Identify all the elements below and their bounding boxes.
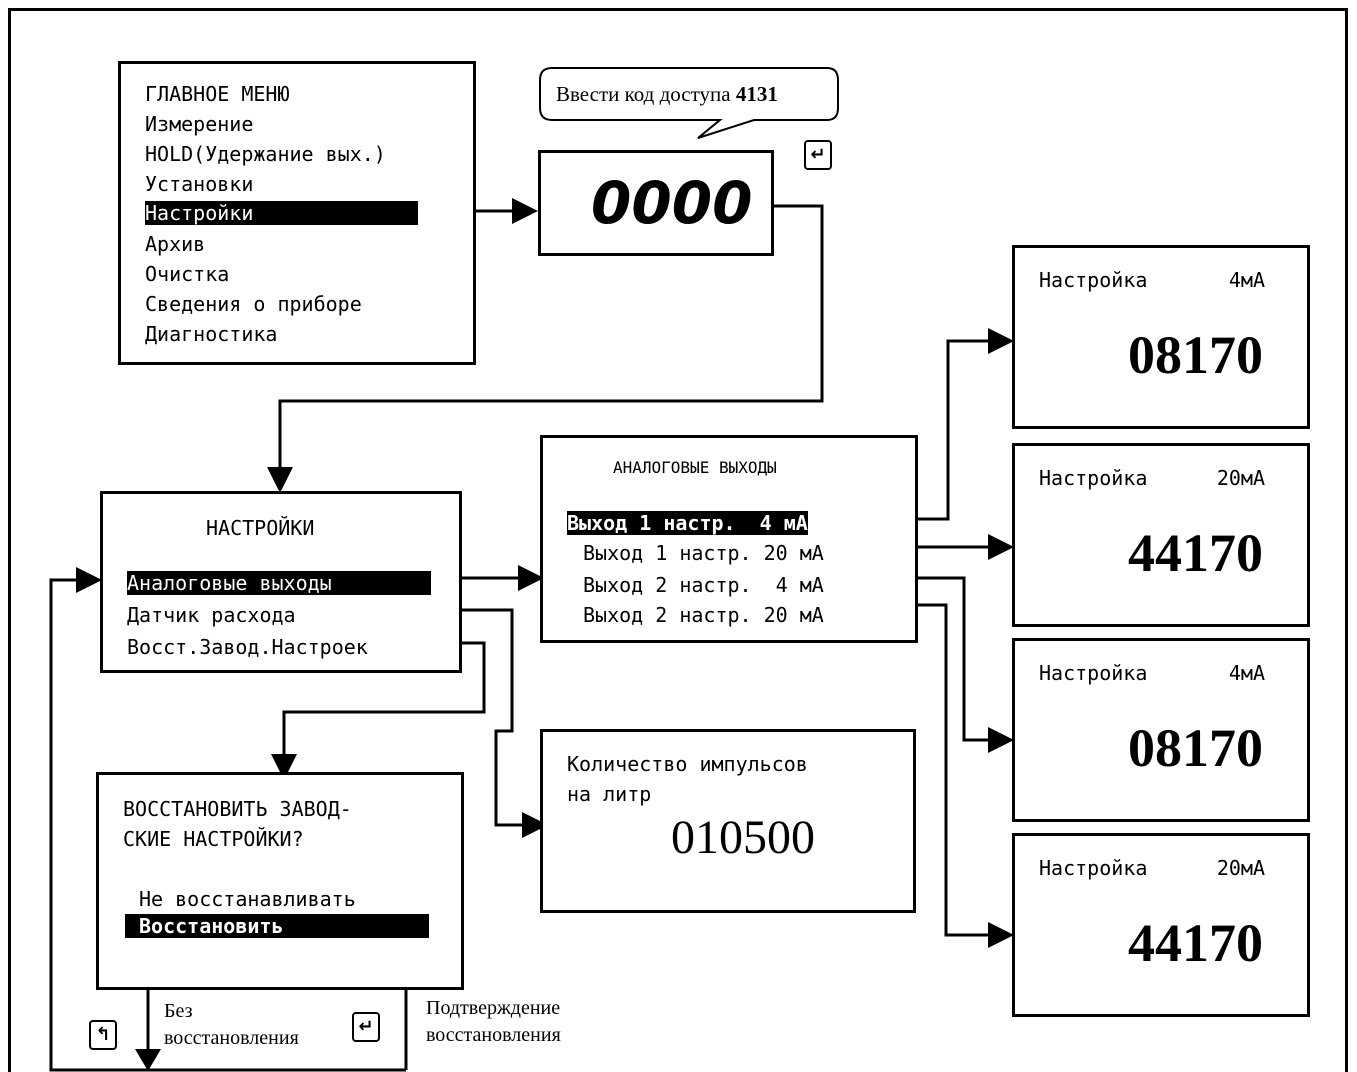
settings-title: НАСТРОЙКИ xyxy=(206,516,315,540)
back-label-line2: восстановления xyxy=(164,1027,299,1049)
enter-key-icon[interactable]: ↵ xyxy=(352,1012,380,1042)
calibration-current: 4мА xyxy=(1228,661,1265,685)
analog-outputs-title: АНАЛОГОВЫЕ ВЫХОДЫ xyxy=(613,458,777,477)
pulses-per-litre-value[interactable]: 010500 xyxy=(671,811,815,864)
flow-sensor-screen: Количество импульсов на литр 010500 xyxy=(540,729,916,913)
calibration-value[interactable]: 08170 xyxy=(1128,718,1263,778)
confirm-label-line1: Подтверждение xyxy=(426,997,561,1019)
settings-item-flow-sensor[interactable]: Датчик расхода xyxy=(127,603,296,627)
menu-item-device-info[interactable]: Сведения о приборе xyxy=(145,292,362,316)
analog-outputs-screen: АНАЛОГОВЫЕ ВЫХОДЫ Выход 1 настр. 4 мА Вы… xyxy=(540,435,918,643)
calibration-label: Настройка xyxy=(1039,856,1148,880)
access-code-callout: Ввести код доступа 4131 xyxy=(556,82,778,106)
settings-item-factory-reset[interactable]: Восст.Завод.Настроек xyxy=(127,635,368,659)
factory-reset-question-line1: ВОССТАНОВИТЬ ЗАВОД- xyxy=(123,797,352,821)
main-menu-screen: ГЛАВНОЕ МЕНЮ Измерение HOLD(Удержание вы… xyxy=(118,61,476,365)
settings-item-analog-outputs-selected[interactable]: Аналоговые выходы xyxy=(127,571,431,595)
calibration-label: Настройка xyxy=(1039,466,1148,490)
menu-item-diagnostics[interactable]: Диагностика xyxy=(145,322,278,346)
calibration-panel-out1-20ma: Настройка 20мА 44170 xyxy=(1012,443,1310,627)
calibration-current: 4мА xyxy=(1228,268,1265,292)
menu-item-setup[interactable]: Установки xyxy=(145,172,254,196)
access-code-display[interactable]: 0000 xyxy=(538,150,774,256)
menu-item-hold[interactable]: HOLD(Удержание вых.) xyxy=(145,142,386,166)
analog-output-2-20ma[interactable]: Выход 2 настр. 20 мА xyxy=(583,603,824,627)
calibration-current: 20мА xyxy=(1216,856,1265,880)
back-label-line1: Без xyxy=(164,1000,193,1022)
confirm-label-line2: восстановления xyxy=(426,1024,561,1046)
enter-key-icon[interactable]: ↵ xyxy=(804,140,832,170)
menu-item-measurement[interactable]: Измерение xyxy=(145,112,254,136)
flow-sensor-label-line1: Количество импульсов xyxy=(567,752,808,776)
menu-item-clear[interactable]: Очистка xyxy=(145,262,230,286)
menu-item-settings-selected[interactable]: Настройки xyxy=(145,201,418,225)
calibration-panel-out2-20ma: Настройка 20мА 44170 xyxy=(1012,833,1310,1017)
calibration-value[interactable]: 08170 xyxy=(1128,325,1263,385)
calibration-value[interactable]: 44170 xyxy=(1128,913,1263,973)
calibration-panel-out1-4ma: Настройка 4мА 08170 xyxy=(1012,245,1310,429)
analog-output-1-4ma-selected[interactable]: Выход 1 настр. 4 мА xyxy=(567,511,808,535)
analog-output-2-4ma[interactable]: Выход 2 настр. 4 мА xyxy=(583,573,824,597)
option-restore-selected[interactable]: Восстановить xyxy=(125,914,429,938)
main-menu-title: ГЛАВНОЕ МЕНЮ xyxy=(145,82,290,106)
access-code-value: 0000 xyxy=(591,169,753,237)
calibration-value[interactable]: 44170 xyxy=(1128,523,1263,583)
analog-output-1-20ma[interactable]: Выход 1 настр. 20 мА xyxy=(583,541,824,565)
calibration-label: Настройка xyxy=(1039,268,1148,292)
option-do-not-restore[interactable]: Не восстанавливать xyxy=(139,887,356,911)
settings-menu-screen: НАСТРОЙКИ Аналоговые выходы Датчик расхо… xyxy=(100,491,462,673)
back-key-icon[interactable]: ↰ xyxy=(89,1020,117,1050)
calibration-current: 20мА xyxy=(1216,466,1265,490)
factory-reset-dialog: ВОССТАНОВИТЬ ЗАВОД- СКИЕ НАСТРОЙКИ? Не в… xyxy=(96,772,464,990)
factory-reset-question-line2: СКИЕ НАСТРОЙКИ? xyxy=(123,827,304,851)
flow-sensor-label-line2: на литр xyxy=(567,782,652,806)
calibration-panel-out2-4ma: Настройка 4мА 08170 xyxy=(1012,638,1310,822)
calibration-label: Настройка xyxy=(1039,661,1148,685)
callout-bubble xyxy=(539,67,839,139)
menu-item-archive[interactable]: Архив xyxy=(145,232,206,256)
diagram-frame xyxy=(8,8,1348,1072)
